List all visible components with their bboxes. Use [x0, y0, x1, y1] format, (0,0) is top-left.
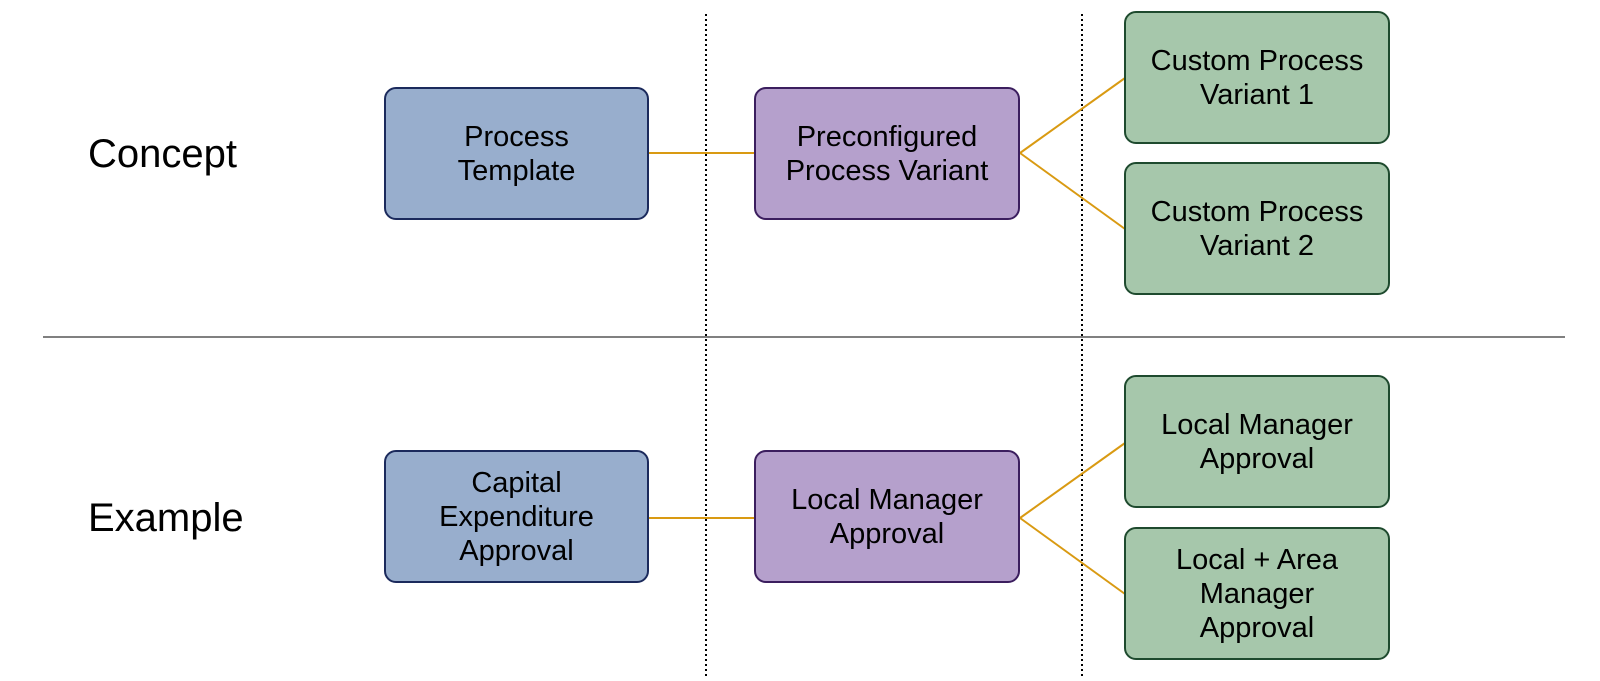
connector-example-preconfigured-to-custom1 — [1019, 442, 1126, 519]
row-label-concept: Concept — [88, 132, 237, 176]
concept-custom-variant-1-box: Custom Process Variant 1 — [1124, 11, 1390, 144]
connector-concept-preconfigured-to-custom2 — [1019, 152, 1126, 230]
example-capex-approval-box: Capital Expenditure Approval — [384, 450, 649, 583]
example-local-manager-approval-box: Local Manager Approval — [754, 450, 1020, 583]
concept-process-template-box: Process Template — [384, 87, 649, 220]
example-custom-local-area-manager-approval-box: Local + Area Manager Approval — [1124, 527, 1390, 660]
concept-custom-variant-2-box: Custom Process Variant 2 — [1124, 162, 1390, 295]
concept-preconfigured-variant-box: Preconfigured Process Variant — [754, 87, 1020, 220]
connector-concept-preconfigured-to-custom1 — [1019, 77, 1126, 154]
example-custom-local-manager-approval-box: Local Manager Approval — [1124, 375, 1390, 508]
connector-example-preconfigured-to-custom2 — [1019, 517, 1126, 595]
row-label-example: Example — [88, 496, 244, 540]
